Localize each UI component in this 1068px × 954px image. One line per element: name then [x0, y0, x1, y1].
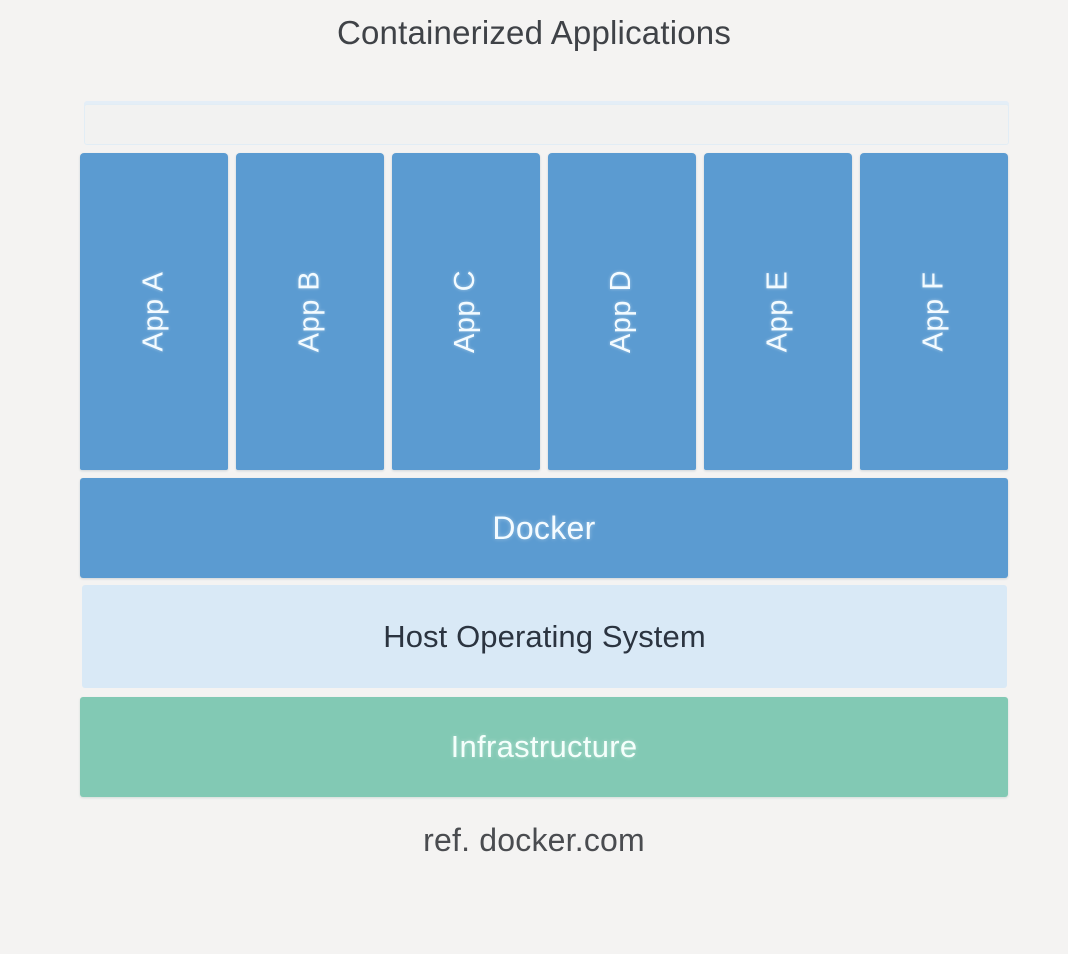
container-frame-cap — [84, 101, 1009, 106]
app-box-b[interactable]: App B — [236, 153, 384, 470]
app-label: App B — [293, 270, 326, 353]
app-label: App A — [137, 271, 170, 352]
source-reference: ref. docker.com — [423, 822, 645, 858]
app-box-f[interactable]: App F — [860, 153, 1008, 470]
app-box-d[interactable]: App D — [548, 153, 696, 470]
layer-host-operating-system[interactable]: Host Operating System — [82, 585, 1007, 688]
container-frame — [84, 104, 1009, 145]
app-label: App E — [761, 270, 794, 353]
layer-label: Infrastructure — [450, 729, 638, 764]
app-row: App A App B App C App D App E App F — [80, 153, 1008, 470]
app-label: App C — [449, 269, 482, 354]
app-box-a[interactable]: App A — [80, 153, 228, 470]
layer-label: Host Operating System — [383, 618, 706, 654]
layer-label: Docker — [492, 509, 596, 546]
page-title: Containerized Applications — [336, 14, 732, 51]
app-label: App D — [605, 269, 638, 354]
layer-docker[interactable]: Docker — [80, 478, 1008, 578]
app-box-e[interactable]: App E — [704, 153, 852, 470]
layer-infrastructure[interactable]: Infrastructure — [80, 697, 1008, 797]
app-box-c[interactable]: App C — [392, 153, 540, 470]
app-label: App F — [917, 271, 950, 352]
